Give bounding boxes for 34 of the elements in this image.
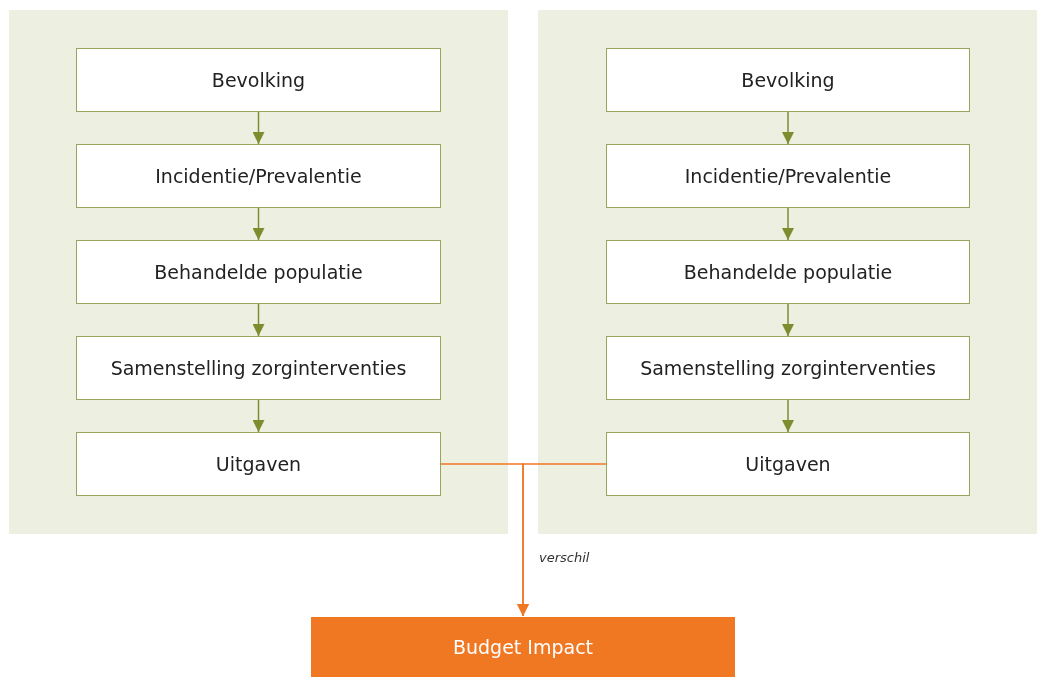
box-label: Uitgaven — [215, 453, 302, 475]
process-box — [606, 336, 970, 400]
arrow — [782, 207, 794, 241]
arrow — [782, 111, 794, 145]
process-box — [76, 432, 441, 496]
box-label: Incidentie/Prevalentie — [684, 165, 892, 187]
result-box — [311, 617, 735, 677]
arrow — [252, 111, 265, 145]
process-box — [76, 336, 441, 400]
arrow — [252, 399, 265, 433]
box-label: Behandelde populatie — [154, 261, 363, 283]
box-label: Uitgaven — [745, 453, 831, 475]
box-label: Bevolking — [741, 69, 835, 91]
panel-background — [538, 10, 1037, 534]
arrow — [252, 303, 265, 337]
box-label: Behandelde populatie — [683, 261, 893, 283]
process-box — [606, 240, 970, 304]
process-box — [606, 144, 970, 208]
edge-label: verschil — [537, 549, 592, 565]
box-label: Incidentie/Prevalentie — [155, 165, 362, 187]
box-label: Samenstelling zorginterventies — [110, 357, 407, 379]
process-box — [606, 48, 970, 112]
arrow — [252, 207, 265, 241]
process-box — [606, 432, 970, 496]
process-box — [76, 240, 441, 304]
arrow — [517, 463, 607, 617]
process-box — [76, 48, 441, 112]
process-box — [76, 144, 441, 208]
arrow — [782, 303, 794, 337]
panel-background — [9, 10, 508, 534]
box-label: Budget Impact — [452, 636, 594, 658]
arrow — [782, 399, 794, 433]
box-label: Bevolking — [211, 69, 306, 91]
box-label: Samenstelling zorginterventies — [640, 357, 936, 379]
